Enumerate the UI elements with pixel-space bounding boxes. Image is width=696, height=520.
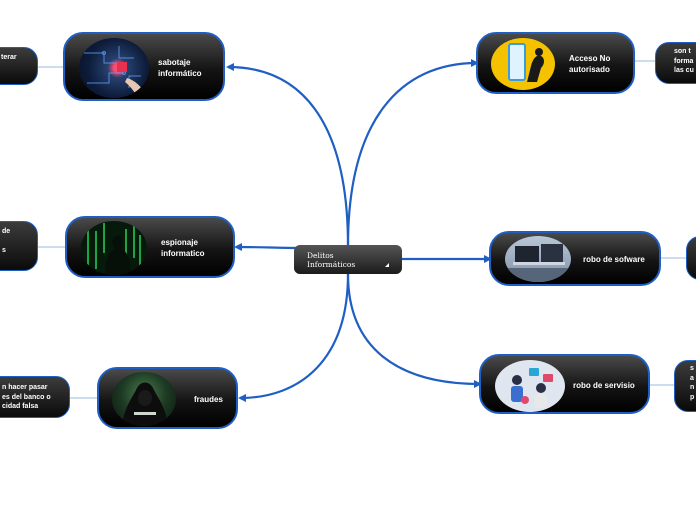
node-robo-servicio[interactable]: robo de servisio bbox=[479, 354, 650, 414]
leaf-fraudes-text: n hacer pasar es del banco o cidad falsa bbox=[2, 384, 51, 410]
matrix-code-icon bbox=[87, 223, 141, 275]
corner-triangle-icon[interactable] bbox=[385, 263, 389, 267]
laptops-image bbox=[505, 236, 571, 282]
node-sabotaje-label: sabotaje informático bbox=[158, 58, 202, 78]
node-fraudes[interactable]: fraudes bbox=[97, 367, 238, 429]
node-acceso[interactable]: Acceso No autorisado bbox=[476, 32, 635, 94]
hacker-code-image bbox=[81, 221, 147, 275]
node-espionaje-label: espionaje informatico bbox=[161, 238, 205, 258]
node-robo-software-label: robo de sofware bbox=[583, 255, 645, 264]
intruder-phone-image bbox=[491, 38, 555, 90]
service-people-image bbox=[495, 360, 565, 412]
node-robo-servicio-label: robo de servisio bbox=[573, 381, 635, 390]
link-sabotaje bbox=[226, 63, 350, 247]
hooded-figure-icon bbox=[122, 382, 168, 426]
central-topic-label: Delitos Informáticos bbox=[307, 251, 356, 269]
circuit-lines-icon bbox=[84, 46, 145, 96]
laptops-icon bbox=[505, 244, 571, 282]
node-robo-software[interactable]: robo de sofware bbox=[489, 231, 661, 286]
leaf-robo-servicio-text: s a n p bbox=[690, 365, 695, 401]
circuit-hand-image bbox=[79, 38, 149, 98]
node-fraudes-label: fraudes bbox=[194, 395, 223, 404]
leaf-sabotaje-text: terar bbox=[1, 54, 17, 61]
leaf-robo-servicio[interactable]: s a n p bbox=[674, 360, 696, 412]
link-espionaje bbox=[234, 243, 301, 252]
link-fraudes bbox=[238, 273, 350, 402]
service-people-icon bbox=[511, 368, 553, 408]
node-sabotaje[interactable]: sabotaje informático bbox=[63, 32, 225, 101]
leaf-sabotaje[interactable]: terar bbox=[0, 47, 38, 85]
leaf-acceso[interactable]: son t forma las cu bbox=[655, 42, 696, 84]
link-robo-servicio bbox=[346, 273, 482, 388]
hooded-hacker-image bbox=[112, 372, 176, 426]
leaf-espionaje[interactable]: de s bbox=[0, 221, 38, 271]
leaf-espionaje-text: de s bbox=[2, 228, 11, 254]
node-acceso-label: Acceso No autorisado bbox=[569, 54, 611, 74]
leaf-acceso-text: son t forma las cu bbox=[674, 48, 694, 74]
intruder-icon bbox=[508, 43, 544, 82]
central-topic[interactable]: Delitos Informáticos bbox=[294, 245, 402, 274]
leaf-fraudes[interactable]: n hacer pasar es del banco o cidad falsa bbox=[0, 376, 70, 418]
leaf-robo-software[interactable] bbox=[686, 236, 696, 280]
link-acceso bbox=[346, 59, 479, 247]
node-espionaje[interactable]: espionaje informatico bbox=[65, 216, 235, 278]
